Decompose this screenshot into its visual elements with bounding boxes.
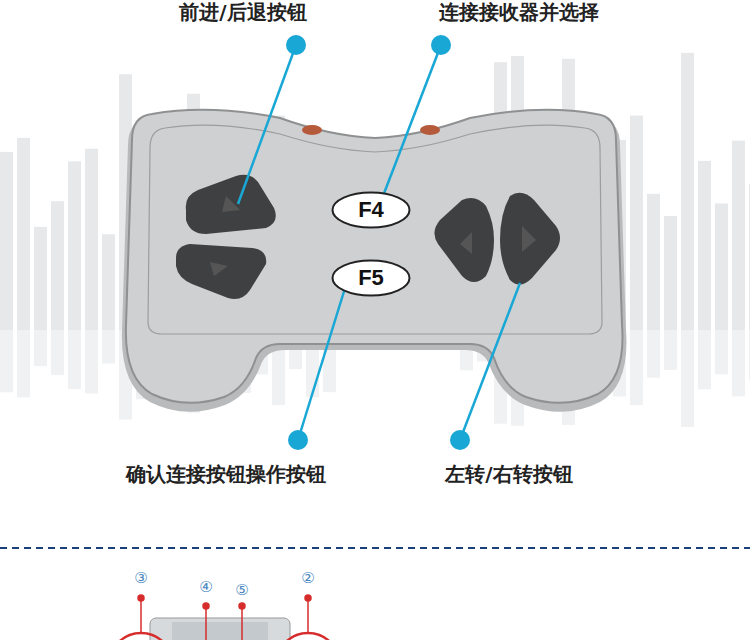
callout-label: 确认连接按钮操作按钮 [126, 462, 326, 486]
button-mark [522, 226, 536, 252]
antenna-knob [302, 125, 322, 135]
callout-label: 前进/后退按钮 [179, 0, 306, 24]
button-label: F4 [351, 197, 391, 223]
backward-button [176, 244, 266, 299]
controller-body [126, 110, 623, 403]
background-bars [0, 53, 750, 427]
callout-dots [138, 595, 311, 640]
button-label: F5 [351, 265, 391, 291]
device-body [150, 618, 290, 640]
callout-label: 连接接收器并选择 [439, 0, 599, 24]
left-button [434, 198, 494, 282]
callout-number: ③ [134, 571, 147, 586]
oval-button: F4 [331, 191, 411, 229]
device-part [172, 622, 268, 640]
callout-number: ⑤ [235, 583, 248, 598]
leader-lines [238, 35, 520, 450]
divider [0, 547, 750, 549]
callout-rings [109, 633, 340, 640]
right-button [500, 193, 560, 285]
antenna-knob [420, 125, 440, 135]
callout-number: ④ [199, 580, 212, 595]
callout-number: ② [301, 571, 314, 586]
button-mark [460, 232, 472, 254]
callout-label: 左转/右转按钮 [445, 462, 572, 486]
button-mark [222, 196, 240, 212]
oval-button: F5 [331, 259, 411, 297]
button-mark [210, 262, 228, 276]
controller-panel [148, 125, 602, 334]
forward-button [186, 175, 276, 234]
